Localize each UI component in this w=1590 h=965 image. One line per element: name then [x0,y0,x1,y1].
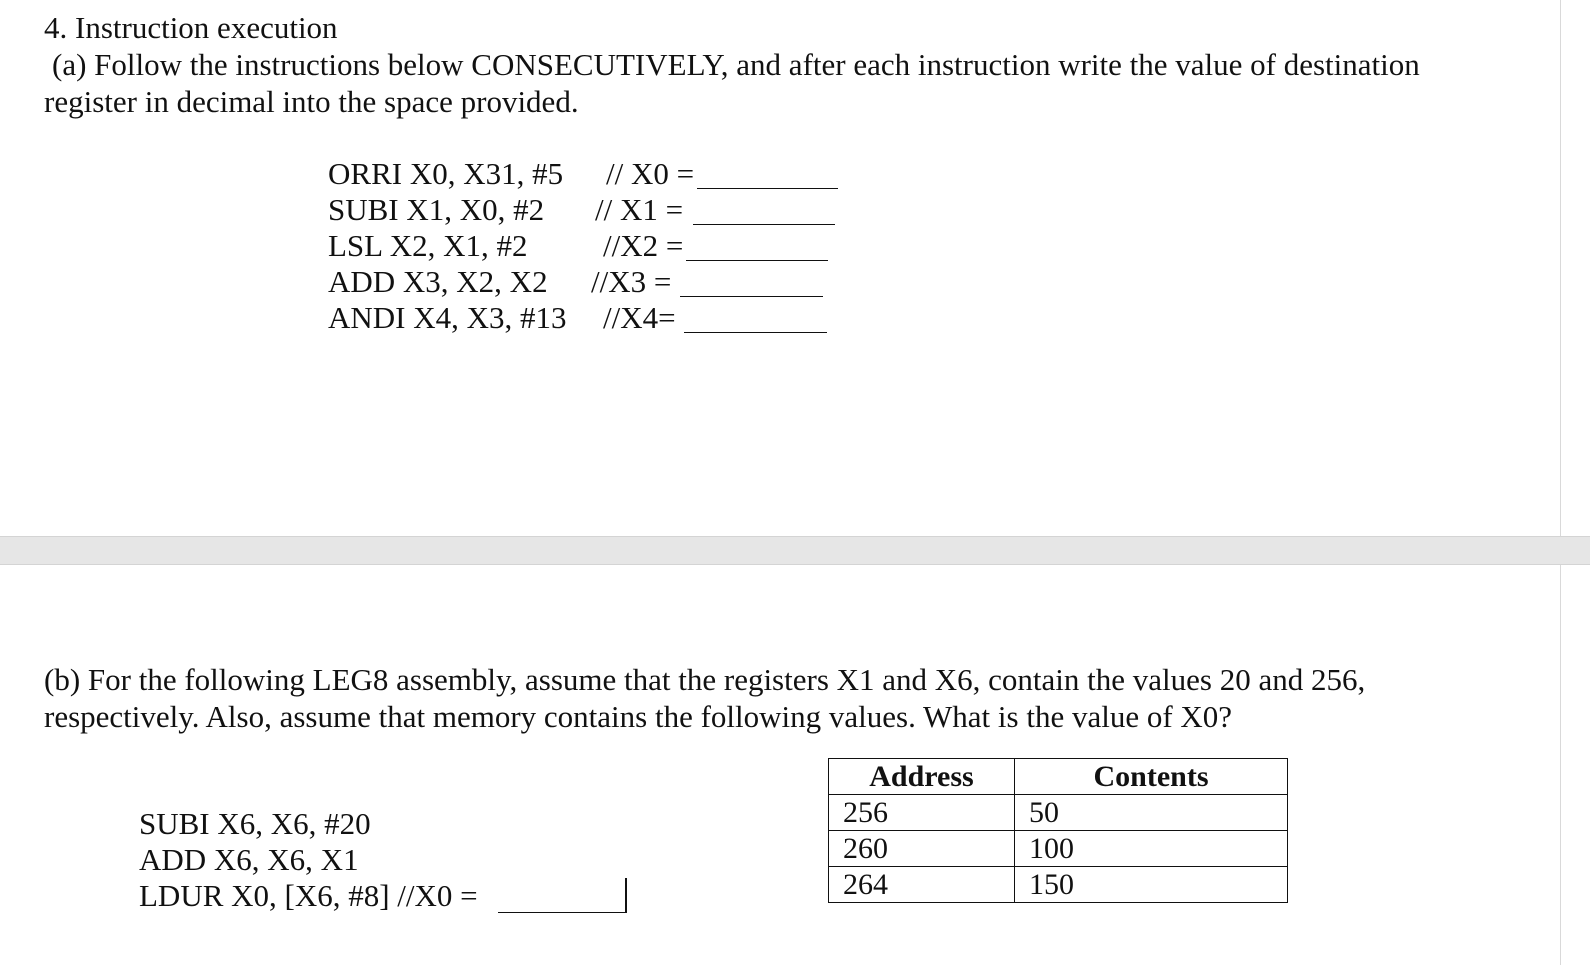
part-b-prompt-line1: (b) For the following LEG8 assembly, ass… [44,662,1366,697]
column-header-address: Address [828,758,1015,795]
instruction-code: ORRI X0, X31, #5 [328,156,564,191]
part-a-prompt-line2: register in decimal into the space provi… [44,84,579,119]
answer-blank-x0-part-b[interactable] [498,912,626,913]
assembly-line: LDUR X0, [X6, #8] //X0 = [139,878,478,913]
answer-blank-x0[interactable] [697,188,838,189]
text-cursor [625,878,627,913]
table-header-row: Address Contents [828,758,1288,795]
instruction-comment: //X4= [603,300,676,335]
instruction-code: SUBI X1, X0, #2 [328,192,545,227]
address-cell: 260 [828,830,1015,867]
instruction-code: LSL X2, X1, #2 [328,228,528,263]
page-separator [0,536,1590,565]
column-header-contents: Contents [1014,758,1288,795]
assembly-line: SUBI X6, X6, #20 [139,806,371,841]
table-row: 260 100 [828,830,1288,867]
document-page-bottom [0,565,1561,965]
answer-blank-x3[interactable] [680,296,823,297]
assembly-line: ADD X6, X6, X1 [139,842,359,877]
instruction-comment: //X2 = [603,228,684,263]
part-b-prompt-line2: respectively. Also, assume that memory c… [44,699,1233,734]
answer-blank-x2[interactable] [686,260,828,261]
answer-blank-x1[interactable] [693,224,835,225]
instruction-comment: // X1 = [595,192,684,227]
contents-cell: 50 [1014,794,1288,831]
address-cell: 256 [828,794,1015,831]
table-row: 264 150 [828,866,1288,903]
question-heading: 4. Instruction execution [44,10,338,45]
answer-blank-x4[interactable] [684,332,827,333]
contents-cell: 100 [1014,830,1288,867]
contents-cell: 150 [1014,866,1288,903]
document-page-top [1560,0,1561,536]
instruction-comment: // X0 = [606,156,695,191]
instruction-code: ANDI X4, X3, #13 [328,300,567,335]
instruction-code: ADD X3, X2, X2 [328,264,548,299]
table-row: 256 50 [828,794,1288,831]
address-cell: 264 [828,866,1015,903]
instruction-comment: //X3 = [591,264,672,299]
part-a-prompt-line1: (a) Follow the instructions below CONSEC… [52,47,1420,82]
memory-table: Address Contents 256 50 260 100 264 150 [828,758,1288,903]
